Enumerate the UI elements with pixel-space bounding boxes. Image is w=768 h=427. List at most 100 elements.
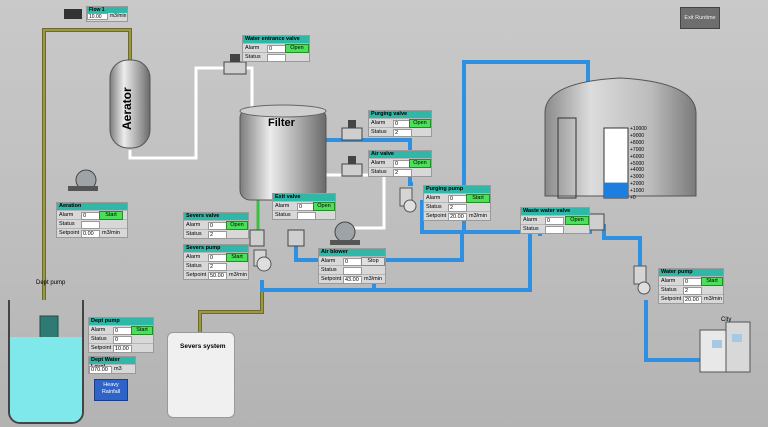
tank-scale-0: +10000 <box>630 126 647 132</box>
purging-pump-icon <box>399 187 417 213</box>
row-labels-setpoint: Setpoint <box>59 230 80 236</box>
row-labels-setpoint: Setpoint <box>186 272 207 278</box>
tank-scale-4: +6000 <box>630 153 645 160</box>
row-labels-status: Status <box>186 263 202 269</box>
filter-label: Filter <box>268 117 295 129</box>
dept-pump-label: Dept pump <box>36 280 66 286</box>
panels-dept-pump-status: 0 <box>113 335 132 344</box>
panels-exit-valve-status <box>297 211 316 220</box>
panels-air-valve-title: Air valve <box>369 151 431 158</box>
row-labels-alarm: Alarm <box>426 195 441 201</box>
severs-valve-icon <box>249 229 265 247</box>
panels-water-pump-setpoint: 20.00 <box>683 295 702 304</box>
dept-water-basin <box>8 300 84 424</box>
row-labels-alarm: Alarm <box>186 254 201 260</box>
white-pipe-blower <box>352 173 386 230</box>
sewers-system-box: Severs system <box>167 332 235 418</box>
water-entrance-valve-icon <box>223 54 247 75</box>
tank-scale-5: +5000 <box>630 160 645 167</box>
panels-severs-valve-status: 2 <box>208 230 227 239</box>
row-labels-status: Status <box>91 336 107 342</box>
panels-aeration-alarm: 0 <box>81 211 100 220</box>
panels-purging-pump-unit: m3/min <box>469 213 488 219</box>
panels-purging-pump-status: 2 <box>448 203 467 212</box>
row-labels-setpoint: Setpoint <box>321 276 342 282</box>
row-labels-alarm: Alarm <box>186 222 201 228</box>
row-labels-status: Status <box>371 169 387 175</box>
purging-pump-start-button[interactable]: Start <box>466 194 490 203</box>
tank-scale-9: +1000 <box>630 188 645 195</box>
severs-pump-icon <box>253 249 272 272</box>
panels-severs-pump-status: 2 <box>208 262 227 271</box>
severs-pump-start-button[interactable]: Start <box>226 253 248 262</box>
panel-title: Water entrance valve <box>243 36 309 43</box>
white-pipe-aerator-to-filter <box>128 66 224 160</box>
panels-purging-valve-status: 2 <box>393 128 412 137</box>
panels-dept-pump-title: Dept pump <box>89 318 153 325</box>
dept-pump-start-button[interactable]: Start <box>131 326 153 335</box>
row-labels-setpoint: Setpoint <box>426 213 447 219</box>
flow-meter-icon <box>64 9 82 19</box>
row-labels-alarm: Alarm <box>371 160 386 166</box>
air-blower-stop-button[interactable]: Stop <box>361 257 385 266</box>
row-labels-alarm: Alarm <box>371 120 386 126</box>
air-valve-open-button[interactable]: Open <box>409 159 431 168</box>
panels-air-blower-unit: m3/min <box>364 276 383 282</box>
panels-air-blower-status <box>343 266 362 275</box>
aerator-vessel <box>109 59 151 149</box>
panels-water-pump-title: Water pump <box>659 269 723 276</box>
row-labels-alarm: Alarm <box>661 278 676 284</box>
heavy-rainfall-button[interactable]: Heavy Rainfall <box>94 379 128 401</box>
panels-air-blower-setpoint: 43.00 <box>343 275 362 284</box>
water-entrance-open-button[interactable]: Open <box>285 44 309 53</box>
flow1-title: Flow 1 <box>87 7 127 13</box>
panels-air-valve-status: 2 <box>393 168 412 177</box>
panels-waste-water-valve-title: Waste water valve <box>521 208 589 215</box>
panels-air-blower-title: Air blower <box>319 249 385 256</box>
panels-severs-pump-title: Severs pump <box>184 245 248 252</box>
air-blower-icon <box>330 221 360 245</box>
row-labels-alarm: Alarm <box>91 327 106 333</box>
panels-water-entrance-valve-status <box>267 53 286 62</box>
panels-aeration-setpoint: 0.00 <box>81 229 100 238</box>
row-labels-status: Status <box>59 221 75 227</box>
panels-water-pump-status: 2 <box>683 286 702 295</box>
panels-severs-pump-unit: m3/min <box>229 272 248 278</box>
city-icon <box>699 321 751 373</box>
tank-scale-8: +2000 <box>630 181 645 188</box>
row-labels-status: Status <box>275 212 291 218</box>
row-labels-status: Status <box>186 231 202 237</box>
exit-valve-open-button[interactable]: Open <box>313 202 335 211</box>
aeration-start-button[interactable]: Start <box>99 211 123 220</box>
row-labels-setpoint: Setpoint <box>91 345 112 351</box>
panels-exit-valve-title: Exit valve <box>273 194 335 201</box>
row-labels-alarm: Alarm <box>59 212 74 218</box>
exit-runtime-button[interactable]: Exit Runtime <box>680 7 720 29</box>
row-labels-status: Status <box>523 226 539 232</box>
tank-level-scale: +10000+9000+8000 +7000+6000+5000 +4000+3… <box>630 126 654 202</box>
aeration-pump-icon <box>68 169 98 191</box>
aerator-label: Aerator <box>120 87 134 130</box>
panels-purging-pump-title: Purging pump <box>424 186 490 193</box>
panels-purging-valve-title: Purging valve <box>369 111 431 118</box>
tank-scale-3: +7000 <box>630 146 645 153</box>
storage-tank <box>544 77 697 199</box>
purging-valve-open-button[interactable]: Open <box>409 119 431 128</box>
row-labels-status: Status <box>426 204 442 210</box>
severs-valve-open-button[interactable]: Open <box>226 221 248 230</box>
tank-scale-2: +8000 <box>630 139 645 146</box>
water-pump-start-button[interactable]: Start <box>701 277 723 286</box>
row-labels-alarm: Alarm <box>523 217 538 223</box>
waste-water-open-button[interactable]: Open <box>565 216 589 225</box>
panels-purging-pump-alarm: 0 <box>448 194 467 203</box>
panels-aeration-status <box>81 220 100 229</box>
flow1-value: 10.00 <box>87 13 108 20</box>
tank-scale-10: +0 <box>630 195 636 202</box>
